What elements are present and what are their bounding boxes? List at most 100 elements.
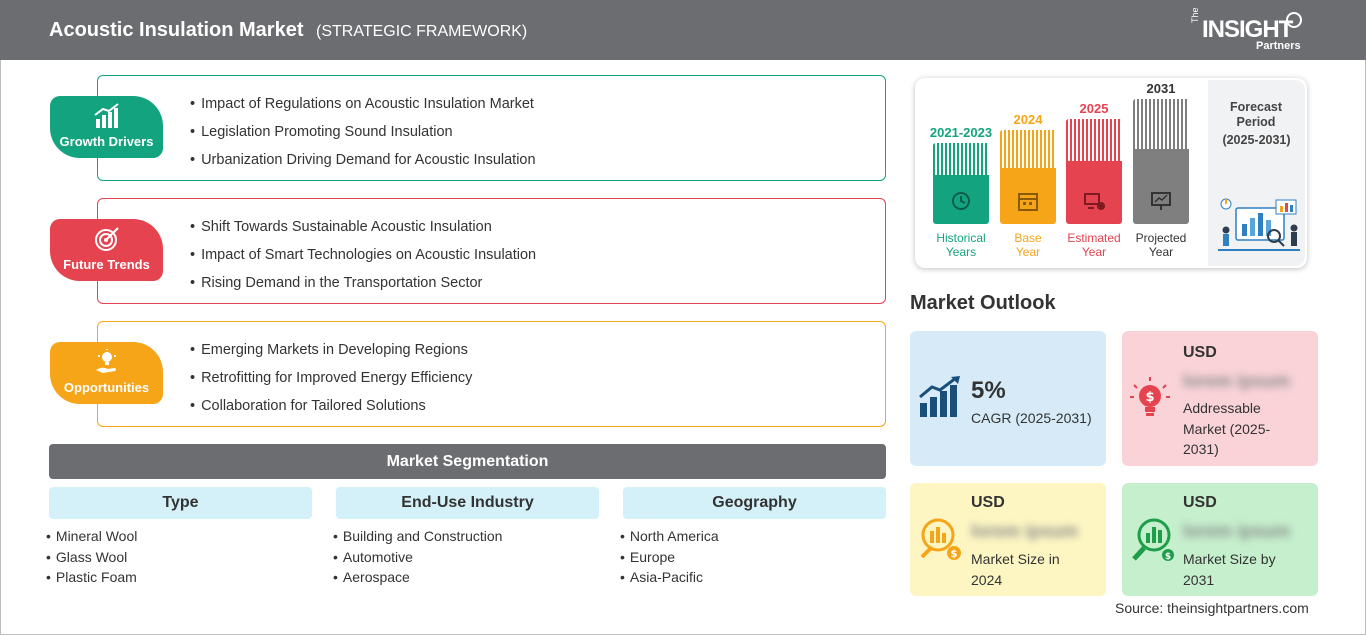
cagr-label: CAGR (2025-2031) — [971, 410, 1092, 426]
size-2024-value: lorem ipsum — [971, 521, 1079, 541]
list-item: Retrofitting for Improved Energy Efficie… — [190, 368, 472, 396]
list-item: Plastic Foam — [46, 567, 312, 588]
timeline-year: 2024 — [1013, 112, 1043, 127]
list-item: Mineral Wool — [46, 526, 312, 547]
timeline-year: 2021-2023 — [929, 125, 993, 140]
segment-heading: Type — [49, 487, 312, 519]
list-item: Europe — [620, 547, 886, 568]
presentation-icon — [1151, 192, 1171, 210]
addressable-label: Addressable Market (2025- 2031) — [1183, 398, 1270, 460]
forecast-title: Forecast Period — [1229, 100, 1283, 129]
segment-type: Type Mineral Wool Glass Wool Plastic Foa… — [49, 487, 312, 588]
list-item: Collaboration for Tailored Solutions — [190, 396, 472, 424]
market-outlook-title: Market Outlook — [910, 292, 1056, 314]
market-size-2024-card: $ USD lorem ipsum Market Size in 2024 — [910, 483, 1106, 596]
addressable-value: lorem ipsum — [1183, 371, 1291, 391]
dollar-bulb-icon: $ — [1130, 377, 1170, 416]
badge-label: Future Trends — [63, 257, 150, 272]
calendar-icon — [1018, 193, 1038, 211]
addressable-market-card: $ USD lorem ipsum Addressable Market (20… — [1122, 331, 1318, 466]
insight-partners-logo[interactable]: The INSIGHT Partners — [1190, 7, 1310, 54]
header-bar: Acoustic Insulation Market (STRATEGIC FR… — [0, 0, 1366, 60]
future-trends-badge: Future Trends — [50, 219, 163, 281]
timeline-bar — [1066, 119, 1122, 224]
analytics-people-icon — [1218, 198, 1300, 251]
opportunities-badge: Opportunities — [50, 342, 163, 404]
svg-text:$: $ — [1165, 552, 1171, 562]
logo-the: The — [1190, 7, 1200, 23]
segment-heading: Geography — [623, 487, 886, 519]
cagr-value: 5% — [971, 377, 1006, 404]
badge-label: Opportunities — [63, 380, 150, 395]
bar-growth-icon — [919, 376, 960, 417]
label-line: Market (2025- — [1183, 420, 1271, 437]
timeline-bar — [933, 143, 989, 224]
lightbulb-hand-icon — [96, 349, 116, 373]
source-note: Source: theinsightpartners.com — [1115, 600, 1309, 616]
growth-drivers-badge: Growth Drivers — [50, 96, 163, 158]
target-icon — [95, 227, 119, 251]
svg-text:$: $ — [1145, 390, 1154, 405]
list-item: Aerospace — [333, 567, 599, 588]
page-title: Acoustic Insulation Market — [49, 19, 304, 41]
history-icon — [952, 192, 970, 210]
size-2031-usd: USD — [1183, 494, 1217, 511]
logo-insight: INSIGHT — [1202, 16, 1293, 43]
list-item: Automotive — [333, 547, 599, 568]
list-item: Asia-Pacific — [620, 567, 886, 588]
svg-text:$: $ — [951, 549, 958, 560]
cagr-card: 5% CAGR (2025-2031) — [910, 331, 1106, 466]
segment-heading: End-Use Industry — [336, 487, 599, 519]
label-line: 2024 — [971, 571, 1003, 588]
list-item: Impact of Smart Technologies on Acoustic… — [190, 245, 536, 273]
size-2031-value: lorem ipsum — [1183, 521, 1291, 541]
bar-hatch — [1133, 99, 1189, 149]
magnifier-chart-icon: $ — [1132, 518, 1174, 562]
forecast-panel: Forecast Period (2025-2031) — [1208, 80, 1305, 266]
segmentation-title: Market Segmentation — [49, 444, 886, 479]
list-item: Emerging Markets in Developing Regions — [190, 340, 472, 368]
estimate-icon — [1084, 193, 1105, 210]
label-line: 2031 — [1183, 571, 1215, 588]
list-item: Shift Towards Sustainable Acoustic Insul… — [190, 217, 536, 245]
list-item: Rising Demand in the Transportation Sect… — [190, 273, 536, 301]
logo-partners: Partners — [1256, 40, 1301, 52]
list-item: Impact of Regulations on Acoustic Insula… — [190, 94, 536, 122]
opportunities-box: Emerging Markets in Developing Regions R… — [97, 321, 886, 427]
money-chart-icon: $ — [920, 518, 961, 560]
label-line: Addressable — [1183, 400, 1261, 416]
list-item: Glass Wool — [46, 547, 312, 568]
timeline-bar — [1133, 99, 1189, 224]
bar-hatch — [933, 143, 989, 175]
timeline-year: 2025 — [1079, 101, 1109, 116]
list-item: Building and Construction — [333, 526, 599, 547]
size-2024-usd: USD — [971, 494, 1005, 511]
list-item: Legislation Promoting Sound Insulation — [190, 122, 536, 150]
list-item: North America — [620, 526, 886, 547]
size-2024-label: Market Size in 2024 — [971, 549, 1060, 590]
segment-end-use: End-Use Industry Building and Constructi… — [336, 487, 599, 588]
size-2031-label: Market Size by 2031 — [1183, 549, 1276, 590]
page-subtitle: (STRATEGIC FRAMEWORK) — [316, 23, 528, 40]
label-line: Market Size by — [1183, 551, 1276, 567]
growth-chart-icon — [94, 103, 119, 128]
market-size-2031-card: $ USD lorem ipsum Market Size by 2031 — [1122, 483, 1318, 596]
bar-hatch — [1000, 130, 1056, 168]
bar-hatch — [1066, 119, 1122, 161]
segment-geography: Geography North America Europe Asia-Paci… — [623, 487, 886, 588]
list-item: Urbanization Driving Demand for Acoustic… — [190, 150, 535, 178]
label-line: 2031) — [1183, 441, 1219, 457]
label-line: Market Size in — [971, 551, 1060, 567]
future-trends-box: Shift Towards Sustainable Acoustic Insul… — [97, 198, 886, 304]
badge-label: Growth Drivers — [59, 134, 154, 149]
growth-drivers-box: Impact of Regulations on Acoustic Insula… — [97, 75, 886, 181]
logo-ring-icon — [1286, 12, 1302, 28]
timeline-bar — [1000, 130, 1056, 224]
forecast-range: (2025-2031) — [1222, 133, 1291, 147]
addressable-usd: USD — [1183, 344, 1217, 361]
